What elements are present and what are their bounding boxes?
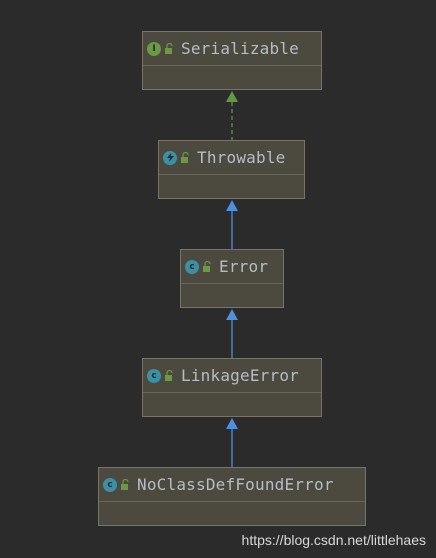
public-lock-icon [121, 478, 129, 490]
node-label: NoClassDefFoundError [137, 475, 334, 494]
watermark-text: https://blog.csdn.net/littlehaes [241, 532, 426, 548]
arrowhead-linkageerror [226, 418, 238, 429]
class-icon: c [185, 259, 199, 274]
public-lock-icon [165, 369, 173, 381]
class-icon: c [147, 368, 161, 383]
public-lock-icon [181, 151, 189, 163]
node-header: c LinkageError [143, 359, 321, 393]
node-linkageerror[interactable]: c LinkageError [142, 358, 322, 417]
node-header: Throwable [159, 141, 304, 175]
node-label: LinkageError [181, 366, 299, 385]
node-header: I Serializable [143, 32, 321, 66]
node-body [181, 284, 283, 308]
class-icon [163, 150, 177, 165]
node-body [143, 393, 321, 417]
public-lock-icon [203, 260, 211, 272]
node-body [99, 502, 365, 526]
node-body [159, 175, 304, 199]
node-noclassdeffounderror[interactable]: c NoClassDefFoundError [98, 467, 366, 526]
node-throwable[interactable]: Throwable [158, 140, 305, 199]
node-serializable[interactable]: I Serializable [142, 31, 322, 90]
arrowhead-serializable [226, 91, 238, 102]
arrowhead-error [226, 309, 238, 320]
node-body [143, 66, 321, 90]
interface-icon: I [147, 41, 161, 56]
class-icon: c [103, 477, 117, 492]
node-header: c Error [181, 250, 283, 284]
node-header: c NoClassDefFoundError [99, 468, 365, 502]
node-error[interactable]: c Error [180, 249, 284, 308]
node-label: Serializable [181, 39, 299, 58]
public-lock-icon [165, 42, 173, 54]
arrowhead-throwable [226, 200, 238, 211]
node-label: Throwable [197, 148, 286, 167]
node-label: Error [219, 257, 269, 276]
